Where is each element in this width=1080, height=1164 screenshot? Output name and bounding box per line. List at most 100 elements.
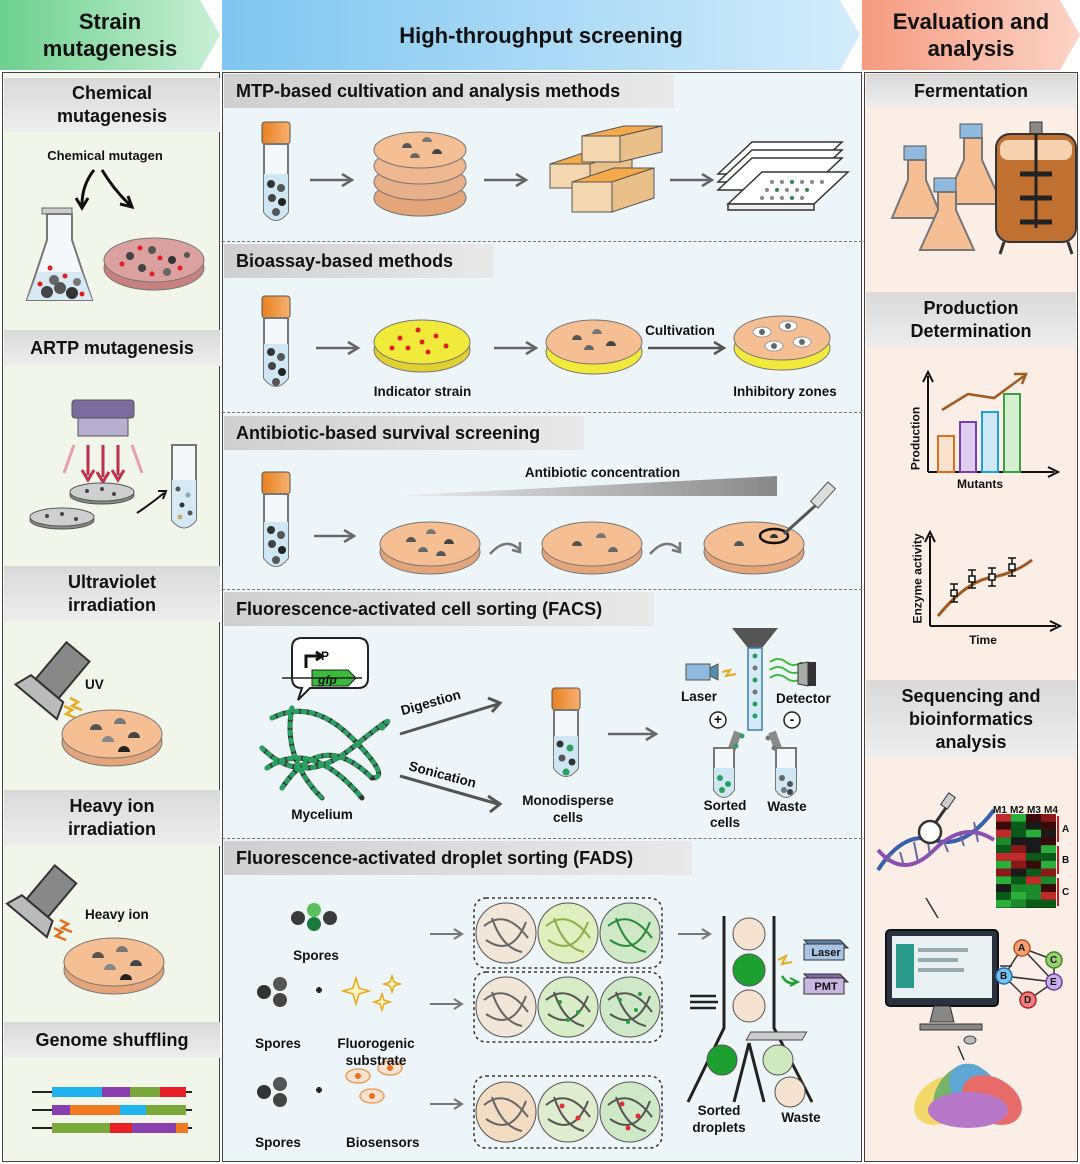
chemical-mutagenesis-illustration [25, 169, 205, 301]
heatmap-cell [1026, 884, 1041, 892]
cultivation-label: Cultivation [645, 323, 715, 338]
heatmap-cell [1041, 845, 1056, 853]
genome-shuffling-illustration [32, 1087, 192, 1133]
header-evaluation-analysis: Evaluation and analysis [892, 9, 1050, 61]
heatmap-cell [1011, 837, 1026, 846]
spores-label-3: Spores [255, 1135, 301, 1150]
heatmap-col-m3: M3 [1027, 805, 1041, 816]
heatmap-cell [1011, 814, 1026, 822]
production-chart [922, 369, 1061, 478]
heatmap-cell [1026, 860, 1041, 869]
facs-section-title: Fluorescence-activated cell sorting (FAC… [224, 592, 654, 626]
bioassay-illustration [261, 295, 831, 387]
heatmap-cell [1011, 868, 1026, 877]
network-node-b: B [1000, 971, 1008, 982]
heatmap-cell [1011, 821, 1026, 830]
heatmap-cell [1026, 868, 1041, 877]
time-axis-label: Time [969, 633, 997, 647]
separator-4 [222, 838, 862, 839]
inhibitory-zones-label: Inhibitory zones [733, 384, 837, 399]
heatmap-cell [1011, 884, 1026, 892]
heatmap-cell [1011, 892, 1026, 900]
chemical-mutagen-label: Chemical mutagen [47, 148, 163, 163]
heatmap-cell [996, 853, 1011, 861]
enzyme-activity-axis-label: Enzyme activity [910, 533, 925, 624]
spores-label-2: Spores [255, 1036, 301, 1051]
heatmap-cell [1011, 876, 1026, 885]
fermentation-illustration [890, 121, 1077, 255]
heatmap-cell [1026, 899, 1041, 908]
heatmap-cell [1026, 853, 1041, 861]
heatmap-cell [996, 892, 1011, 900]
separator-1 [222, 241, 862, 242]
laser-box-label: Laser [811, 947, 841, 959]
heatmap-cell [1041, 860, 1056, 869]
heatmap-cell [1041, 876, 1056, 885]
indicator-strain-label: Indicator strain [373, 384, 472, 399]
heatmap-cell [1026, 876, 1041, 885]
heatmap-cell [1026, 892, 1041, 900]
plus-sign: + [713, 711, 723, 727]
heatmap-group-b: B [1062, 855, 1070, 866]
heavy-ion-label: Heavy ion [85, 907, 149, 922]
network-node-a: A [1018, 943, 1026, 954]
laser-label: Laser [681, 689, 718, 704]
heatmap-cell [1026, 821, 1041, 830]
uv-illustration [13, 640, 163, 767]
heatmap-col-m1: M1 [993, 805, 1007, 816]
spores-label-1: Spores [293, 948, 339, 963]
production-determination-title: Production Determination [866, 292, 1076, 348]
fads-section-title: Fluorescence-activated droplet sorting (… [224, 841, 692, 875]
heatmap-cell [996, 814, 1011, 822]
pmt-box-label: PMT [814, 981, 838, 993]
header-high-throughput-screening: High-throughput screening [399, 22, 683, 48]
heatmap-cell [996, 821, 1011, 830]
heatmap-group-a: A [1062, 824, 1070, 835]
heatmap-col-m4: M4 [1044, 805, 1058, 816]
heatmap-cell [996, 845, 1011, 853]
network-node-d: D [1024, 995, 1032, 1006]
waste-label: Waste [767, 799, 807, 814]
bioinformatics-illustration [745, 792, 1063, 1128]
promoter-label: P [321, 649, 330, 663]
heatmap-cell [1011, 853, 1026, 861]
mycelium-label: Mycelium [291, 807, 353, 822]
uv-irradiation-title: Ultraviolet irradiation [4, 566, 220, 622]
antibiotic-section-title: Antibiotic-based survival screening [224, 416, 584, 450]
antibiotic-illustration [261, 471, 837, 575]
fluorogenic-substrate-label: Fluorogenic substrate [337, 1036, 415, 1068]
biosensors-label: Biosensors [346, 1135, 420, 1150]
heatmap-cell [1041, 868, 1056, 877]
mtp-section-title: MTP-based cultivation and analysis metho… [224, 74, 674, 108]
fads-illustration [257, 897, 850, 1149]
production-axis-label: Production [908, 406, 923, 471]
heatmap-cell [1026, 837, 1041, 846]
heatmap-cell [1041, 899, 1056, 908]
sorted-cells-label: Sorted cells [703, 798, 747, 830]
artp-mutagenesis-title: ARTP mutagenesis [4, 330, 220, 366]
heavy-ion-illustration [5, 863, 165, 995]
heatmap-col-m2: M2 [1010, 805, 1024, 816]
monodisperse-cells-label: Monodisperse cells [522, 793, 614, 825]
detector-label: Detector [776, 691, 831, 706]
heatmap-cell [996, 829, 1011, 838]
heatmap-cell [1041, 892, 1056, 900]
mutants-axis-label: Mutants [957, 477, 1003, 491]
heatmap-cell [1011, 899, 1026, 908]
sorted-droplets-label: Sorted droplets [692, 1103, 746, 1135]
genome-shuffling-title: Genome shuffling [4, 1022, 220, 1058]
heatmap-cell [1026, 829, 1041, 838]
separator-3 [222, 589, 862, 590]
heatmap-cell [996, 899, 1011, 908]
heatmap-cell [1011, 829, 1026, 838]
mtp-illustration [261, 121, 850, 221]
minus-sign: - [789, 711, 795, 727]
heatmap-cell [1026, 845, 1041, 853]
header-strain-mutagenesis: Strain mutagenesis [42, 9, 178, 61]
chemical-mutagenesis-title: Chemical mutagenesis [4, 78, 220, 132]
sequencing-title: Sequencing and bioinformatics analysis [866, 680, 1076, 758]
heavy-ion-title: Heavy ion irradiation [4, 790, 220, 846]
uv-label: UV [85, 677, 104, 692]
heatmap-cell [996, 860, 1011, 869]
fermentation-title: Fermentation [866, 74, 1076, 108]
